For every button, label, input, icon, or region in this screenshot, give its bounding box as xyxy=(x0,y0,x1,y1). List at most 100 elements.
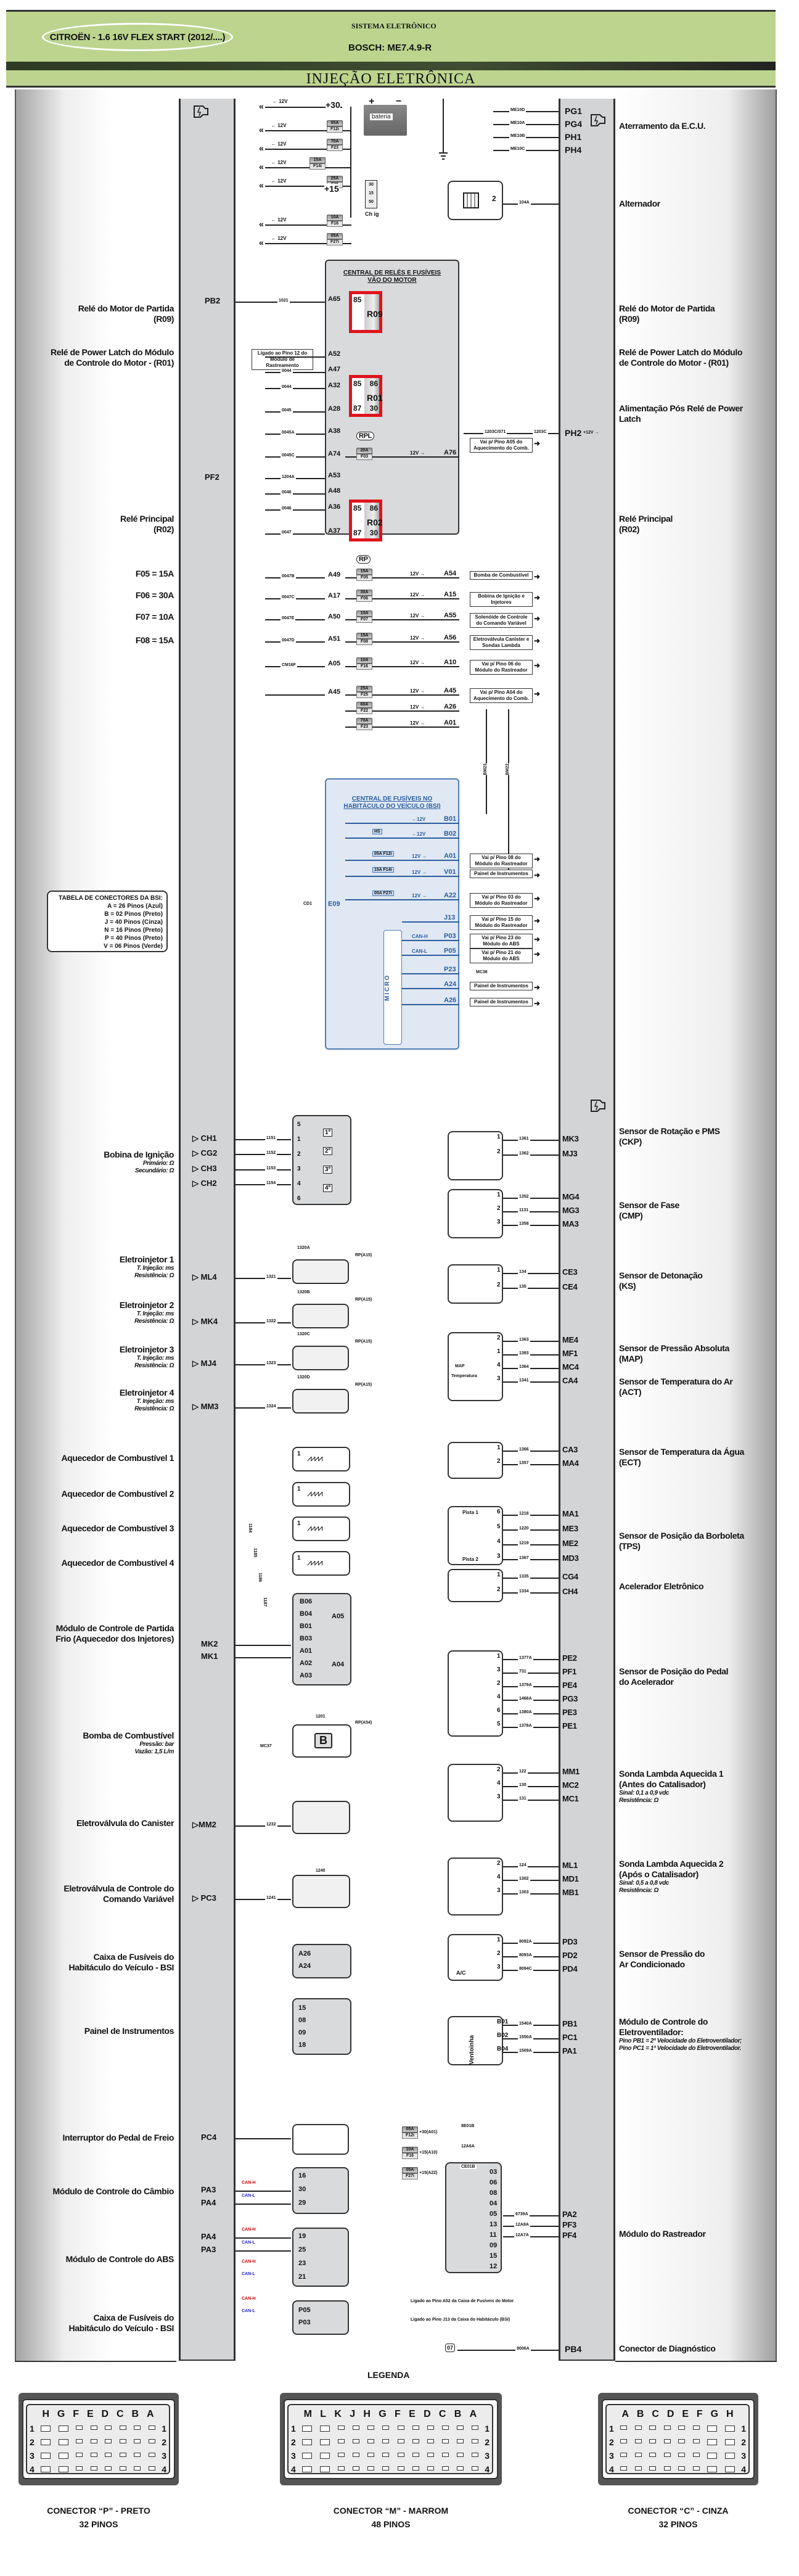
wire-tag: 1241 xyxy=(265,1896,277,1900)
fuse-id: F16 xyxy=(402,2153,418,2159)
ecu-pin-ce4: CE4 xyxy=(562,1282,578,1291)
wire-tag: 1201 xyxy=(314,1714,327,1719)
fuse-id: F03 xyxy=(356,454,372,460)
connector-pin: 3 xyxy=(497,1666,501,1673)
supply-source: +30(A01) xyxy=(419,2130,438,2134)
ecu-pin-me3: ME3 xyxy=(562,1524,578,1533)
pin-cell xyxy=(663,2439,671,2443)
sensor-fan xyxy=(448,2016,503,2065)
wire-tag: 1320D xyxy=(296,1375,311,1380)
relay-pin: 86 xyxy=(369,504,378,512)
destination-note: Vai p/ Pino 06 do Módulo do Rastreador xyxy=(470,660,533,675)
connector-pin: 4 xyxy=(497,1538,501,1545)
wire-tag: 6739A xyxy=(514,2212,530,2216)
tracker-pin: 05 xyxy=(490,2210,498,2218)
connector-pin: 2 xyxy=(497,1860,501,1867)
connector-letter: J xyxy=(350,2409,356,2419)
fused-output-wire xyxy=(345,619,459,620)
ecu-pin-md3: MD3 xyxy=(562,1553,579,1563)
relay-out-pin-a15: A15 xyxy=(444,591,457,598)
pin-cell xyxy=(367,2453,375,2457)
pin-cell xyxy=(320,2453,330,2459)
tracker-wire xyxy=(503,2215,559,2216)
ecu-wire xyxy=(236,1184,291,1185)
can-l-label: CAN-L xyxy=(242,2272,255,2276)
sensor-wire xyxy=(503,1772,559,1774)
ecu-pin-mk2: MK2 xyxy=(201,1639,218,1648)
bsi-pin-a22: A22 xyxy=(444,892,457,899)
pin-cell xyxy=(427,2439,434,2443)
connector-pin: 1 xyxy=(497,1936,501,1943)
pin-cell xyxy=(367,2426,375,2430)
fuse-rating: 10A xyxy=(356,611,372,617)
output-voltage: 12V → xyxy=(410,571,425,577)
relay-pin-a32: A32 xyxy=(328,382,341,389)
pin-cell xyxy=(620,2439,628,2443)
tracker-note: Ligado ao Pino J13 da Caixa do Habitácul… xyxy=(411,2318,510,2322)
relay-id: R09 xyxy=(367,309,383,319)
arrow-right-icon: ➜ xyxy=(534,661,541,670)
relay-pin: 85 xyxy=(353,295,362,304)
relay-pin-a28: A28 xyxy=(328,405,341,413)
sensor-wire xyxy=(503,1578,559,1579)
fuse-rating-f07: F07 = 10A xyxy=(135,612,174,622)
wire-tag: 1322 xyxy=(265,1319,277,1323)
tracker-wire xyxy=(503,2226,559,2227)
pin-cell xyxy=(119,2453,126,2457)
pin-cells xyxy=(614,2426,741,2432)
connector-pin: 2 xyxy=(497,1680,501,1687)
connector-pin: 2 xyxy=(497,1586,501,1593)
connector-pin: 2 xyxy=(497,1335,501,1341)
relay-input-wire xyxy=(265,533,325,535)
relay-pin: 85 xyxy=(353,379,362,388)
pin-cell xyxy=(663,2466,671,2471)
sensor-wire xyxy=(503,1786,559,1787)
pin-cells xyxy=(296,2466,485,2472)
wire-tag: 1357 xyxy=(518,1461,530,1465)
ignition-switch-label: Ch ig xyxy=(365,211,379,217)
row-number: 1 xyxy=(609,2424,614,2434)
ph2-voltage: +12V → xyxy=(583,430,599,435)
sensor-wire xyxy=(503,1381,559,1383)
pin-cell xyxy=(320,2466,330,2472)
sensor-tps xyxy=(448,1506,503,1565)
ecu-pin-ch2: ▷ CH2 xyxy=(192,1179,217,1188)
wire-tag: CM16F xyxy=(281,663,297,667)
arrow-right-icon: ➜ xyxy=(534,983,541,992)
coil-pin: 2 xyxy=(297,1151,301,1158)
wire-tag: 1358 xyxy=(518,1222,530,1226)
destination-note: Vai p/ Pino 03 do Módulo do Rastreador xyxy=(470,893,533,908)
sensor-lambda2 xyxy=(448,1858,503,1916)
label-starter-relay-left: Relé do Motor de Partida(R09) xyxy=(78,303,174,324)
ecu-wire xyxy=(236,1322,291,1323)
row-number: 4 xyxy=(30,2464,35,2474)
arrow-right-icon: ➜ xyxy=(534,894,541,903)
bsi-pin: P05 xyxy=(298,2306,311,2314)
bsi-wire xyxy=(402,973,459,974)
label-ecu-ground: Aterramento da E.C.U. xyxy=(619,121,706,131)
wire-tag: 134 xyxy=(518,1270,528,1274)
alternator-pin: 2 xyxy=(492,194,496,203)
wire-tag: CD1 xyxy=(302,902,314,906)
fuse-feed-wire xyxy=(265,149,351,150)
can-h-label: CAN-H xyxy=(242,2297,256,2301)
heater-pin: 1 xyxy=(297,1486,301,1492)
table-row: J = 40 Pinos (Cinza) xyxy=(104,919,163,926)
bsi-pin-p23: P23 xyxy=(444,966,456,973)
pin-cells xyxy=(296,2453,485,2459)
connector-pin: 2 xyxy=(497,1458,501,1465)
wire-tag: 1334 xyxy=(518,1589,530,1594)
pin-cell xyxy=(320,2426,330,2432)
label-cluster: Painel de Instrumentos xyxy=(84,2026,174,2036)
relay-out-pin-a10: A10 xyxy=(444,659,457,666)
pin-cell xyxy=(134,2426,141,2430)
